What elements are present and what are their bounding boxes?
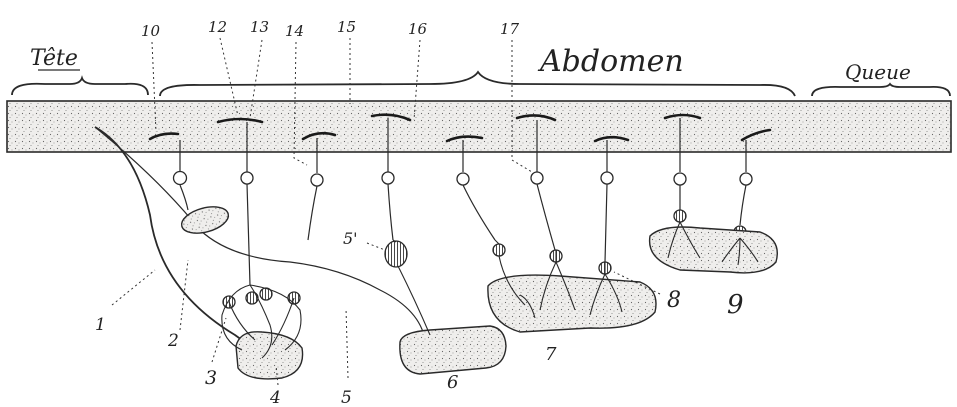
label-13: 13 xyxy=(250,18,269,36)
label-3: 3 xyxy=(205,367,217,389)
fiber-6 xyxy=(463,140,495,240)
ganglion-17 xyxy=(531,172,543,184)
nerve-2 xyxy=(95,127,425,340)
region-label-tail: Queue xyxy=(845,60,911,84)
label-17: 17 xyxy=(500,20,520,38)
organ-small xyxy=(179,202,232,238)
region-label-head: Tête xyxy=(30,46,78,71)
label-16: 16 xyxy=(408,20,428,38)
ganglion-14 xyxy=(311,174,323,186)
label-1: 1 xyxy=(95,315,106,335)
fiber-14 xyxy=(308,138,317,240)
label-12: 12 xyxy=(208,18,227,36)
label-6: 6 xyxy=(447,372,458,393)
tail-brace xyxy=(812,84,950,96)
ganglion-15 xyxy=(382,172,394,184)
head-brace xyxy=(12,78,148,95)
fiber-8 xyxy=(605,140,607,262)
ganglion-10 xyxy=(174,172,187,185)
leader-1 xyxy=(112,270,155,305)
label-5: 5 xyxy=(341,388,352,407)
organ-7 xyxy=(488,275,656,332)
organ-9 xyxy=(650,227,778,273)
hatched-ganglion-5prime xyxy=(385,241,407,267)
abdomen-brace xyxy=(160,72,795,96)
label-7: 7 xyxy=(545,344,557,365)
nerve-1 xyxy=(95,127,262,350)
leader-5 xyxy=(346,308,348,378)
ganglion-9a xyxy=(674,173,686,185)
label-10: 10 xyxy=(141,22,161,40)
ganglion-13 xyxy=(241,172,253,184)
hatched-ganglion-3b xyxy=(246,292,258,304)
ganglion-9b xyxy=(740,173,752,185)
label-2: 2 xyxy=(167,331,179,351)
label-4: 4 xyxy=(269,388,281,407)
organ-4 xyxy=(236,332,303,379)
body-band xyxy=(7,101,951,152)
ganglion-6 xyxy=(457,173,469,185)
hatched-ganglion-7a xyxy=(493,244,505,256)
hatched-ganglion-9a xyxy=(674,210,686,222)
label-9: 9 xyxy=(727,290,744,320)
label-8: 8 xyxy=(667,288,681,313)
ganglion-8 xyxy=(601,172,613,184)
label-5prime: 5' xyxy=(343,229,358,248)
label-15: 15 xyxy=(337,18,356,36)
leader-5prime xyxy=(367,243,385,250)
region-label-abdomen: Abdomen xyxy=(537,44,684,79)
label-14: 14 xyxy=(285,22,304,40)
organ-6 xyxy=(400,326,506,374)
